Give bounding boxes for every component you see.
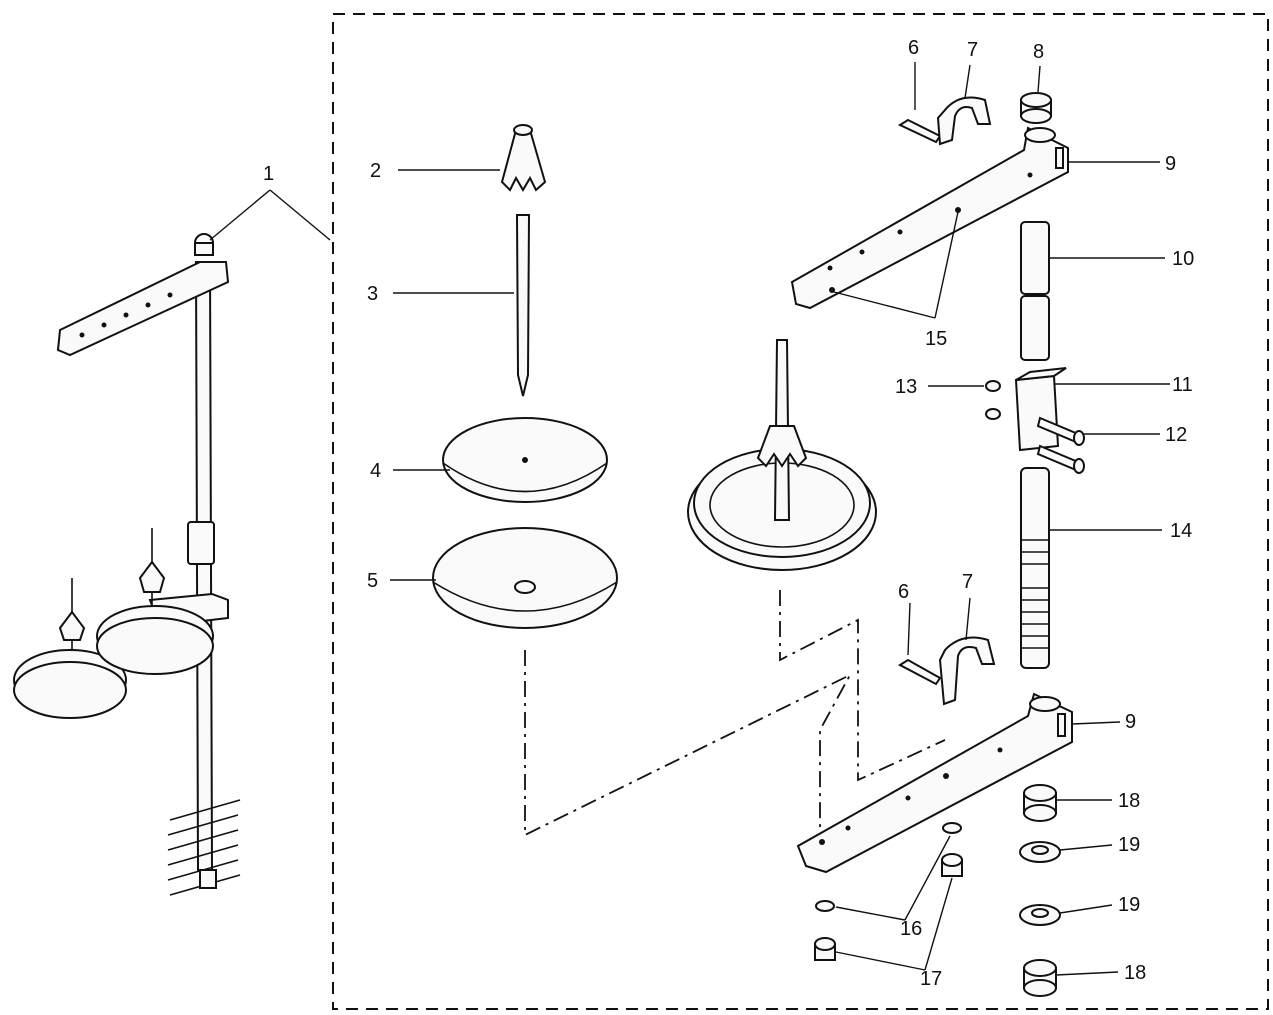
- base-plate-part: [432, 527, 618, 629]
- label-part-7-bottom: 7: [962, 571, 973, 593]
- label-part-14: 14: [1170, 520, 1192, 542]
- label-part-9-top: 9: [1165, 153, 1176, 175]
- label-part-16: 16: [900, 918, 922, 940]
- top-screw-clamp-part: [897, 62, 992, 146]
- small-washer-part: [985, 380, 1001, 392]
- lower-arm-part: [796, 692, 1073, 874]
- label-part-2: 2: [370, 160, 381, 182]
- label-part-15: 15: [925, 328, 947, 350]
- assembly-path-center: [779, 590, 946, 782]
- label-part-13: 13: [895, 376, 917, 398]
- label-part-6-bottom: 6: [898, 581, 909, 603]
- label-part-9-bottom: 9: [1125, 711, 1136, 733]
- label-part-1: 1: [263, 163, 274, 185]
- label-part-5: 5: [367, 570, 378, 592]
- spool-cap-part: [500, 129, 547, 192]
- label-part-10: 10: [1172, 248, 1194, 270]
- assembled-spool-holder: [687, 339, 877, 571]
- tube-part: [1020, 221, 1165, 361]
- label-part-7-top: 7: [967, 39, 978, 61]
- joint-screws-part: [1036, 416, 1160, 474]
- label-part-6-top: 6: [908, 37, 919, 59]
- label-part-19-bottom: 19: [1118, 894, 1140, 916]
- label-part-3: 3: [367, 283, 378, 305]
- assembled-thread-stand: [13, 233, 241, 896]
- label-part-12: 12: [1165, 424, 1187, 446]
- exploded-view-frame: [332, 13, 1269, 1010]
- label-part-11: 11: [1172, 374, 1193, 396]
- nuts-washers-stack: [1019, 784, 1119, 997]
- small-washer-nut-parts: [814, 822, 963, 971]
- label-part-18-bottom: 18: [1124, 962, 1146, 984]
- spool-pin-part: [515, 214, 531, 397]
- assembly-path-left: [524, 650, 853, 837]
- label-part-17: 17: [920, 968, 942, 990]
- threaded-rod-part: [1020, 467, 1162, 669]
- label-part-18-top: 18: [1118, 790, 1140, 812]
- label-part-19-top: 19: [1118, 834, 1140, 856]
- bottom-screw-clamp-part: [897, 597, 996, 706]
- label-part-4: 4: [370, 460, 381, 482]
- label-part-8: 8: [1033, 41, 1044, 63]
- upper-arm-part: [790, 126, 1069, 310]
- joint-block-part: [1014, 374, 1060, 452]
